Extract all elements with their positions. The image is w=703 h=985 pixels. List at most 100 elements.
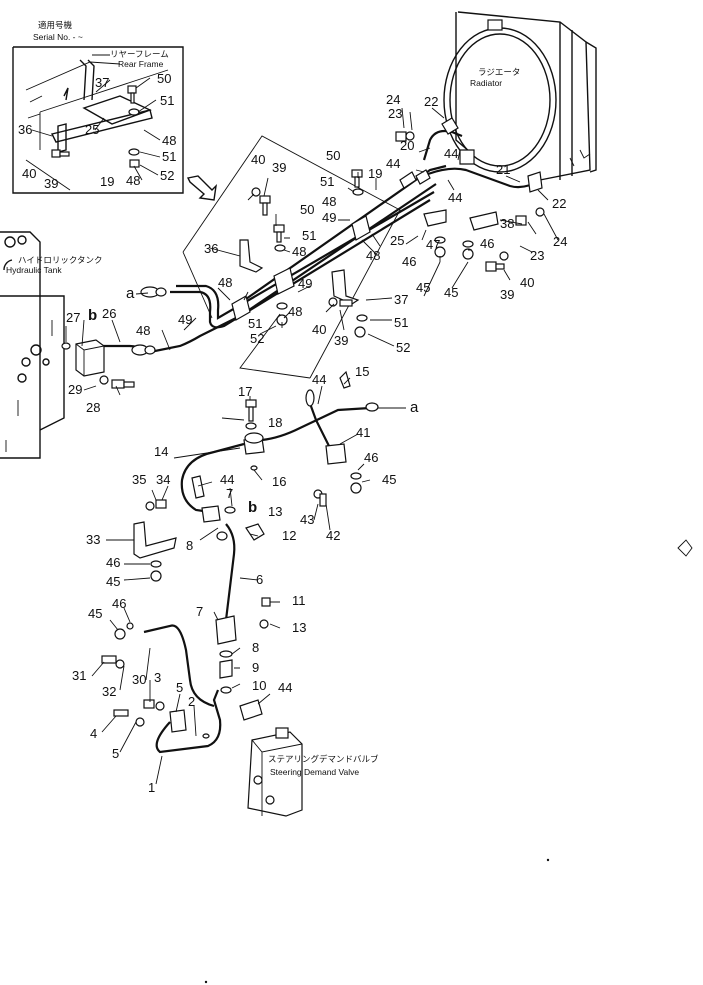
callout-46-lower-left: 46 — [106, 555, 120, 570]
callout-48-inset-b: 48 — [126, 173, 140, 188]
rear-frame-label-en: Rear Frame — [118, 59, 164, 69]
callout-52-frame: 52 — [250, 331, 264, 346]
callout-24-upper: 24 — [386, 92, 400, 107]
hydraulic-tank: ハイドロリックタンク Hydraulic Tank — [0, 231, 103, 459]
callout-30: 30 — [132, 672, 146, 687]
callout-34: 34 — [156, 472, 170, 487]
callout-23-right: 23 — [530, 248, 544, 263]
callout-50-top: 50 — [326, 148, 340, 163]
callout-36-inset: 36 — [18, 122, 32, 137]
callout-45-bottom: 45 — [88, 606, 102, 621]
callout-49-frame: 49 — [298, 276, 312, 291]
callout-44-radiator: 44 — [444, 146, 458, 161]
callout-46-bottom: 46 — [112, 596, 126, 611]
callout-11: 11 — [292, 593, 306, 608]
callout-51-lower-right: 51 — [394, 315, 408, 330]
ref-b-lower: b — [248, 499, 257, 516]
callout-3: 3 — [154, 670, 161, 685]
callout-18: 18 — [268, 415, 282, 430]
callout-37-inset: 37 — [95, 75, 109, 90]
callout-32: 32 — [102, 684, 116, 699]
callout-38: 38 — [500, 216, 514, 231]
callout-29: 29 — [68, 382, 82, 397]
callout-19-inset: 19 — [100, 174, 114, 189]
steering-demand-valve: ステアリングデマンドバルブ Steering Demand Valve — [247, 727, 379, 817]
callout-40-right: 40 — [520, 275, 534, 290]
callout-48-frame-b: 48 — [218, 275, 232, 290]
tank-label-en: Hydraulic Tank — [6, 265, 62, 275]
callout-8-upper: 8 — [186, 538, 193, 553]
callout-41: 41 — [356, 425, 370, 440]
callout-22-upper: 22 — [424, 94, 438, 109]
callout-7-upper: 7 — [226, 486, 233, 501]
callout-36-main: 36 — [204, 241, 218, 256]
lower-fittings — [101, 370, 379, 739]
callout-14: 14 — [154, 444, 168, 459]
upper-clamps — [231, 117, 543, 321]
callout-51-frame-b: 51 — [248, 316, 262, 331]
callout-44-pipe: 44 — [448, 190, 462, 205]
callout-9: 9 — [252, 660, 259, 675]
callout-39-inset: 39 — [44, 176, 58, 191]
callout-23-upper: 23 — [388, 106, 402, 121]
callout-46-lower-right: 46 — [364, 450, 378, 465]
callout-52-inset: 52 — [160, 168, 174, 183]
callout-45-lower-left: 45 — [106, 574, 120, 589]
callout-22-right: 22 — [552, 196, 566, 211]
callout-40-inset: 40 — [22, 166, 36, 181]
callout-26: 26 — [102, 306, 116, 321]
callout-13-lower: 13 — [292, 620, 306, 635]
callout-50-frame: 50 — [300, 202, 314, 217]
callout-46-right: 46 — [480, 236, 494, 251]
callout-5-upper: 5 — [176, 680, 183, 695]
valve-label-en: Steering Demand Valve — [270, 767, 359, 777]
upper-hydraulic-pipes — [100, 129, 541, 356]
callout-49-top: 49 — [322, 210, 336, 225]
radiator-label-jp: ラジエータ — [478, 67, 520, 77]
callout-48-inset-a: 48 — [162, 133, 176, 148]
callout-27: 27 — [66, 310, 80, 325]
radiator: ラジエータ Radiator — [443, 11, 597, 181]
callout-44-fitting: 44 — [386, 156, 400, 171]
callout-1: 1 — [148, 780, 155, 795]
callout-7-lower: 7 — [196, 604, 203, 619]
callout-45-lower-right: 45 — [382, 472, 396, 487]
rear-frame-inset: リヤーフレーム Rear Frame — [12, 46, 184, 194]
callout-51-inset-b: 51 — [162, 149, 176, 164]
callout-44-lower-clamp: 44 — [220, 472, 234, 487]
callout-48-frame-a: 48 — [292, 244, 306, 259]
callout-4: 4 — [90, 726, 97, 741]
tank-label-jp: ハイドロリックタンク — [18, 255, 103, 265]
direction-arrow — [186, 175, 217, 201]
callout-40-mid: 40 — [312, 322, 326, 337]
callout-42: 42 — [326, 528, 340, 543]
callout-52-lower-right: 52 — [396, 340, 410, 355]
ref-b-upper: b — [88, 307, 97, 324]
ref-a-upper: a — [126, 285, 135, 302]
callout-21: 21 — [496, 162, 510, 177]
ref-a-lower: a — [410, 399, 419, 416]
callout-39-frame: 39 — [272, 160, 286, 175]
callout-20: 20 — [400, 138, 414, 153]
callout-35: 35 — [132, 472, 146, 487]
callout-48-top: 48 — [322, 194, 336, 209]
callout-48-left: 48 — [136, 323, 150, 338]
serial-label-jp: 適用号機 — [38, 20, 73, 30]
callout-45-right: 45 — [444, 285, 458, 300]
callout-49-left: 49 — [178, 312, 192, 327]
callout-25-inset: 25 — [85, 122, 99, 137]
callout-16: 16 — [272, 474, 286, 489]
callout-31: 31 — [72, 668, 86, 683]
callout-50-inset: 50 — [157, 71, 171, 86]
callout-48-mid: 48 — [366, 248, 380, 263]
serial-label-en: Serial No. - ~ — [33, 32, 83, 42]
callout-25-main: 25 — [390, 233, 404, 248]
callout-46-mid: 46 — [402, 254, 416, 269]
callout-51-inset-a: 51 — [160, 93, 174, 108]
callout-44-lower-bottom: 44 — [278, 680, 292, 695]
callout-2: 2 — [188, 694, 195, 709]
callout-10: 10 — [252, 678, 266, 693]
callout-8-lower: 8 — [252, 640, 259, 655]
callout-44-lower-top: 44 — [312, 372, 326, 387]
